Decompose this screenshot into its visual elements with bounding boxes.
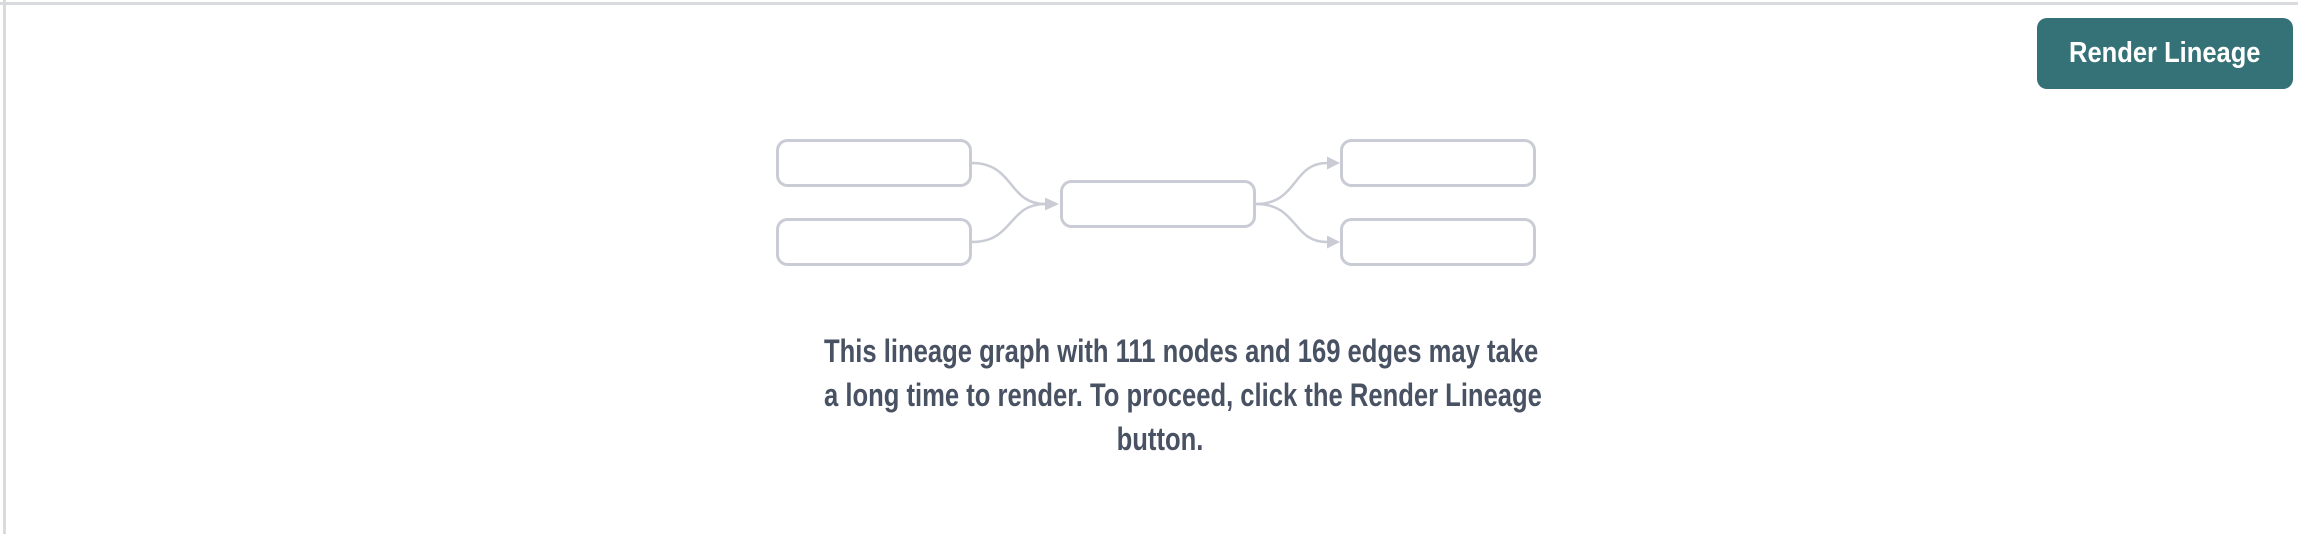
- lineage-graph-placeholder-illustration: [776, 139, 1536, 266]
- placeholder-node-downstream-bottom: [1340, 218, 1536, 266]
- placeholder-edge-in-bottom: [971, 202, 1046, 244]
- message-line: a long time to render. To proceed, click…: [824, 377, 1542, 413]
- render-lineage-button-label: Render Lineage: [2069, 37, 2261, 69]
- placeholder-node-center: [1060, 180, 1256, 228]
- render-lineage-button[interactable]: Render Lineage: [2037, 18, 2293, 89]
- placeholder-node-upstream-top: [776, 139, 972, 187]
- arrowhead-out-bottom-icon: [1327, 235, 1340, 249]
- placeholder-edge-out-bottom: [1255, 202, 1328, 244]
- lineage-warning-message: This lineage graph with 111 nodes and 16…: [824, 329, 1542, 461]
- placeholder-edge-in-top: [971, 161, 1046, 206]
- panel-top-border: [0, 2, 2298, 5]
- message-line: button.: [1116, 421, 1204, 457]
- message-line: This lineage graph with 111 nodes and 16…: [824, 333, 1539, 369]
- arrowhead-in-icon: [1045, 197, 1059, 211]
- panel-left-border: [3, 0, 6, 534]
- placeholder-edge-out-top: [1255, 161, 1328, 206]
- arrowhead-out-top-icon: [1327, 156, 1340, 170]
- placeholder-node-downstream-top: [1340, 139, 1536, 187]
- placeholder-node-upstream-bottom: [776, 218, 972, 266]
